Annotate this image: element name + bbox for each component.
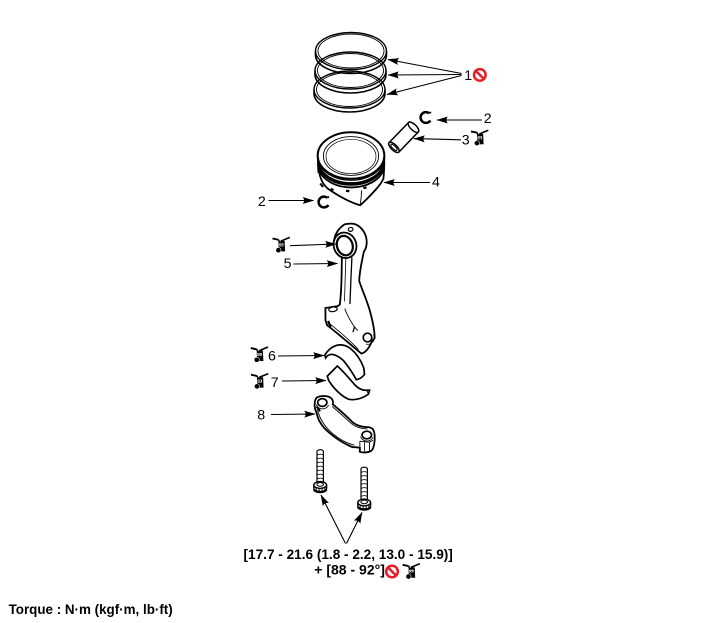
svg-text:[17.7 - 21.6 (1.8 - 2.2, 13.0: [17.7 - 21.6 (1.8 - 2.2, 13.0 - 15.9)] (244, 547, 453, 562)
svg-text:6: 6 (268, 348, 276, 364)
svg-text:2: 2 (258, 194, 266, 210)
svg-text:Torque : N·m (kgf·m, lb·ft): Torque : N·m (kgf·m, lb·ft) (9, 602, 173, 617)
svg-text:2: 2 (484, 111, 492, 127)
svg-text:1: 1 (464, 68, 472, 84)
svg-text:5: 5 (284, 256, 292, 272)
svg-text:+ [88 - 92°]: + [88 - 92°] (314, 562, 385, 578)
svg-text:7: 7 (271, 375, 279, 391)
svg-text:8: 8 (257, 407, 265, 423)
svg-text:3: 3 (462, 132, 470, 148)
svg-text:4: 4 (432, 175, 440, 191)
